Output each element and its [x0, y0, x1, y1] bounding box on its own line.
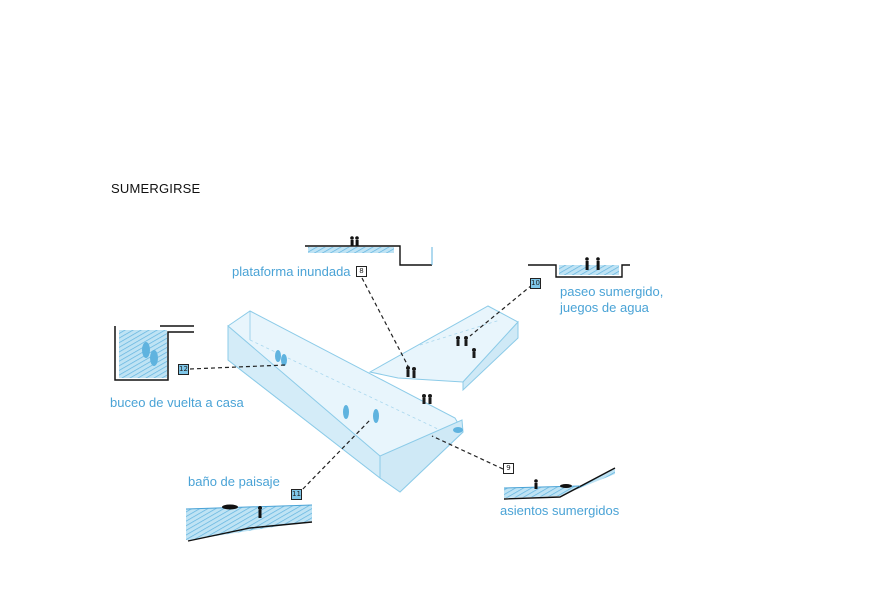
marker-bano: 11 [291, 489, 302, 500]
people-figures [406, 336, 476, 404]
marker-buceo: 12 [178, 364, 189, 375]
leader-lines [189, 277, 533, 495]
label-plataforma: plataforma inundada [232, 264, 351, 279]
section-bano [185, 504, 313, 542]
pool-long-arm [227, 310, 464, 493]
page-title: SUMERGIRSE [111, 181, 201, 196]
marker-plataforma: 8 [356, 266, 367, 277]
section-plataforma [305, 236, 433, 266]
marker-paseo: 10 [530, 278, 541, 289]
section-paseo [528, 257, 630, 278]
marker-asientos: 9 [503, 463, 514, 474]
label-paseo-line1: paseo sumergido, [560, 284, 664, 299]
section-buceo [114, 325, 194, 381]
label-buceo: buceo de vuelta a casa [110, 395, 244, 410]
pool-short-arm [368, 305, 519, 392]
label-paseo-line2: juegos de agua [560, 300, 649, 315]
swimmers-blue [275, 350, 463, 433]
label-bano: baño de paisaje [188, 474, 280, 489]
section-asientos [503, 467, 616, 500]
label-asientos: asientos sumergidos [500, 503, 620, 518]
